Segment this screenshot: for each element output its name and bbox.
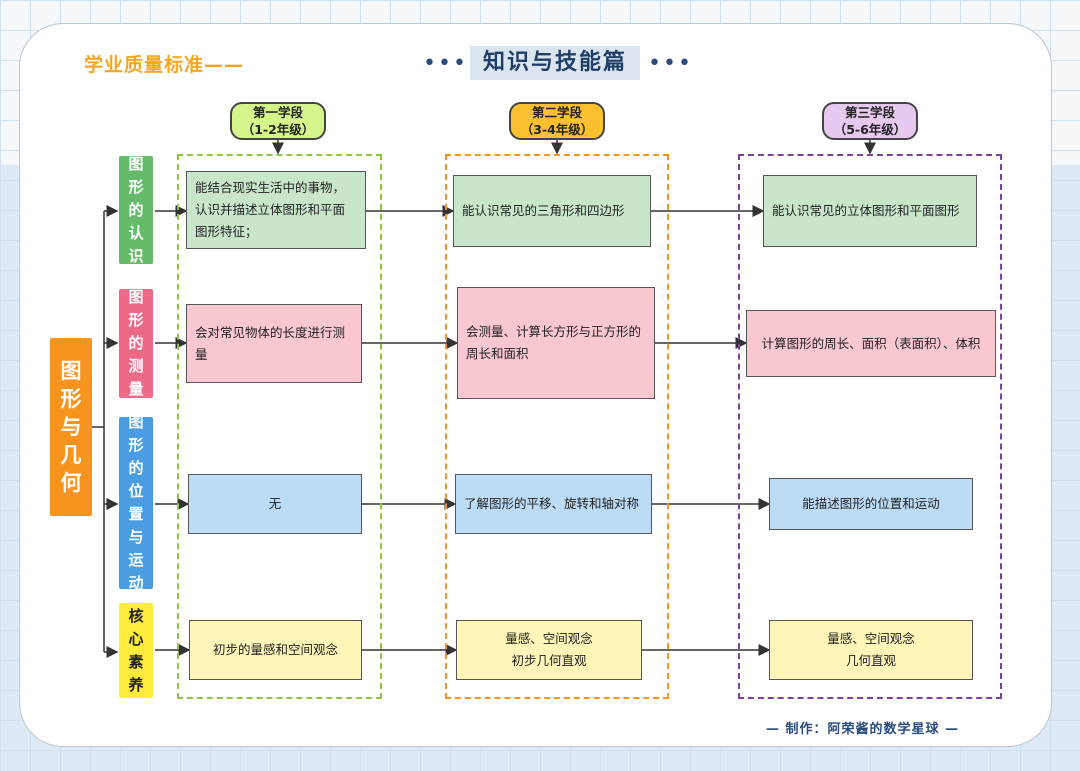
node-r1-s2: 能认识常见的三角形和四边形 <box>453 175 651 247</box>
vertical-char: 与 <box>60 415 82 439</box>
header-dots-right: ••• <box>648 51 693 76</box>
node-r4-s3: 量感、空间观念几何直观 <box>769 620 973 680</box>
node-line: 无 <box>268 496 282 511</box>
vertical-char: 与 <box>128 528 144 546</box>
node-line: 初步几何直观 <box>511 653 587 668</box>
node-text: 会测量、计算长方形与正方形的周长和面积 <box>466 321 641 365</box>
node-line: 了解图形的平移、旋转和轴对称 <box>464 496 640 511</box>
category-position-motion: 图形的位置与运动 <box>119 413 153 592</box>
stage-label-1: 第一学段 （1-2年级） <box>230 102 326 140</box>
node-r3-s2: 了解图形的平移、旋转和轴对称 <box>455 474 652 534</box>
node-line: 量 <box>195 346 208 362</box>
node-line: 图形特征； <box>195 224 258 239</box>
node-text: 能结合现实生活中的事物， 认识并描述立体图形和平面图形特征； <box>195 177 345 243</box>
node-text: 初步的量感和空间观念 <box>213 639 338 661</box>
stage-2-column <box>445 154 669 699</box>
vertical-char: 运 <box>128 551 144 569</box>
vertical-char: 动 <box>128 574 144 592</box>
node-text: 能认识常见的三角形和四边形 <box>462 200 625 222</box>
stage-3-column <box>738 154 1002 699</box>
node-r2-s1: 会对常见物体的长度进行测量 <box>186 304 362 383</box>
vertical-char: 素 <box>128 652 144 671</box>
stage-label-2: 第二学段 （3-4年级） <box>509 102 605 140</box>
node-line: 初步的量感和空间观念 <box>212 642 338 657</box>
node-line: 能认识常见的立体图形和平面图形 <box>772 203 960 218</box>
vertical-char: 核 <box>128 606 144 625</box>
vertical-char: 置 <box>128 505 144 523</box>
node-text: 能描述图形的位置和运动 <box>802 493 940 515</box>
stage-1-grades: （1-2年级） <box>241 122 315 137</box>
vertical-char: 认 <box>128 223 144 242</box>
node-line: 会测量、计算长方形与正方形的 <box>466 324 642 339</box>
node-line: 周长和面积 <box>466 346 529 361</box>
vertical-char: 图 <box>60 359 82 383</box>
node-text: 计算图形的周长、面积（表面积）、体积 <box>762 333 981 355</box>
vertical-char: 心 <box>128 629 144 648</box>
vertical-char: 图 <box>128 413 144 431</box>
stage-label-3: 第三学段 （5-6年级） <box>822 102 918 140</box>
vertical-char: 形 <box>128 436 144 454</box>
node-r1-s1: 能结合现实生活中的事物， 认识并描述立体图形和平面图形特征； <box>186 171 366 249</box>
vertical-char: 的 <box>128 459 144 477</box>
node-text: 能认识常见的立体图形和平面图形 <box>772 200 960 222</box>
stage-3-grades: （5-6年级） <box>833 122 907 137</box>
header-dots-left: ••• <box>423 51 468 76</box>
vertical-char: 养 <box>128 675 144 694</box>
vertical-char: 的 <box>128 334 144 352</box>
vertical-char: 测 <box>128 357 144 375</box>
node-text: 无 <box>269 493 282 515</box>
vertical-char: 几 <box>60 443 82 467</box>
node-line: 会对常见物体的长度进行测 <box>195 324 346 340</box>
header-left-label: 学业质量标准—— <box>84 54 245 76</box>
stage-1-title: 第一学段 <box>252 105 303 120</box>
node-line: 认识并描述立体图形和平面 <box>195 202 346 217</box>
main-topic-box: 图形与几何 <box>50 338 92 516</box>
vertical-char: 位 <box>128 482 144 500</box>
stage-3-title: 第三学段 <box>844 105 895 120</box>
vertical-char: 形 <box>128 177 144 196</box>
category-core-literacy: 核心素养 <box>119 603 153 698</box>
node-line: 量感、空间观念 <box>505 631 593 646</box>
node-line: 量感、空间观念 <box>827 631 915 646</box>
node-r4-s1: 初步的量感和空间观念 <box>189 620 362 680</box>
page-title: 知识与技能篇 <box>470 46 640 80</box>
node-text: 会对常见物体的长度进行测量 <box>195 322 345 366</box>
category-recognition: 图形的认识 <box>119 154 153 265</box>
node-text: 量感、空间观念几何直观 <box>827 628 915 672</box>
node-line: 计算图形的周长、面积（表面积）、体积 <box>761 335 981 351</box>
vertical-char: 识 <box>128 246 144 265</box>
vertical-char: 何 <box>60 471 82 495</box>
stage-1-column <box>177 154 382 699</box>
vertical-char: 量 <box>128 380 144 398</box>
node-line: 能描述图形的位置和运动 <box>802 496 940 511</box>
node-r2-s2: 会测量、计算长方形与正方形的周长和面积 <box>457 287 655 399</box>
vertical-char: 图 <box>128 288 144 306</box>
category-measurement: 图形的测量 <box>119 288 153 398</box>
node-r2-s3: 计算图形的周长、面积（表面积）、体积 <box>746 310 996 377</box>
node-r4-s2: 量感、空间观念初步几何直观 <box>456 620 642 680</box>
vertical-char: 的 <box>128 200 144 219</box>
node-r3-s1: 无 <box>188 474 362 534</box>
node-text: 了解图形的平移、旋转和轴对称 <box>464 493 639 515</box>
node-line: 能结合现实生活中的事物， <box>195 180 346 195</box>
vertical-char: 形 <box>128 311 144 329</box>
node-r3-s3: 能描述图形的位置和运动 <box>769 478 973 530</box>
footer-credit: — 制作：阿荣酱的数学星球 — <box>766 722 960 737</box>
node-line: 几何直观 <box>845 653 896 668</box>
stage-2-title: 第二学段 <box>531 105 582 120</box>
node-r1-s3: 能认识常见的立体图形和平面图形 <box>763 175 977 247</box>
node-line: 能认识常见的三角形和四边形 <box>462 203 625 218</box>
node-text: 量感、空间观念初步几何直观 <box>505 628 593 672</box>
vertical-char: 图 <box>128 154 144 173</box>
stage-2-grades: （3-4年级） <box>520 122 594 137</box>
vertical-char: 形 <box>60 387 82 411</box>
